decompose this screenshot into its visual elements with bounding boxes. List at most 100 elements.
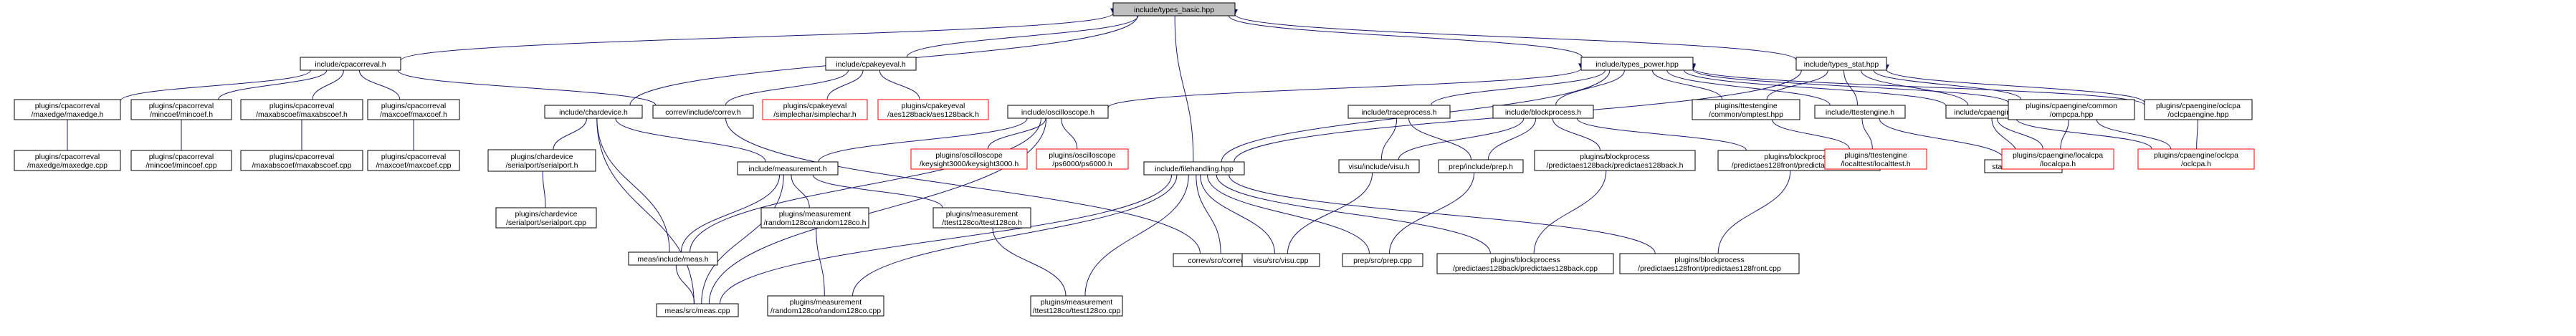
graph-node[interactable]: visu/include/visu.h [1338,159,1420,173]
graph-node[interactable]: include/cpacorreval.h [300,57,401,71]
node-box [544,105,643,119]
dependency-edge [1859,112,1873,150]
node-box [1814,105,1906,119]
graph-node[interactable]: include/traceprocess.h [1347,105,1451,119]
graph-node[interactable]: plugins/cpacorreval/maxabscoef/maxabscoe… [240,150,363,171]
graph-node[interactable]: plugins/measurement/random128co/random12… [760,207,869,229]
dependency-edge [1084,169,1192,297]
graph-node[interactable]: plugins/measurement/random128co/random12… [767,295,884,317]
graph-node[interactable]: plugins/cpaengine/oclcpa/oclcpa.h [2137,148,2255,170]
graph-node[interactable]: include/filehandling.hpp [1143,161,1245,176]
graph-node[interactable]: plugins/blockprocess/predictaes128front/… [1619,253,1800,274]
graph-node[interactable]: plugins/cpacorreval/maxedge/maxedge.h [14,99,121,120]
dependency-edge [394,64,657,106]
dependency-edge [788,169,810,208]
dependency-edge [553,112,590,150]
graph-node[interactable]: prep/src/prep.cpp [1342,253,1423,267]
node-label: include/chardevice.h [559,108,628,117]
node-label: plugins/cpaengine/oclcpa [2154,151,2238,160]
node-label: plugins/cpacorreval [35,153,100,161]
dependency-edge [725,64,851,106]
dependency-edge [1287,167,1375,254]
node-label: plugins/cpacorreval [149,153,214,161]
graph-node[interactable]: correv/include/correv.h [652,105,754,119]
node-label: /random128co/random128co.cpp [771,307,881,315]
node-label: include/filehandling.hpp [1155,165,1234,173]
graph-node[interactable]: plugins/oscilloscope/ps6000/ps6000.h [1036,148,1129,170]
node-label: /mincoef/mincoef.cpp [146,161,216,170]
graph-node[interactable]: include/blockprocess.h [1492,105,1594,119]
graph-node[interactable]: visu/src/visu.cpp [1241,253,1320,267]
node-box [367,99,460,120]
node-label: /predictaes128back/predictaes128back.h [1547,161,1684,170]
node-box [1347,105,1451,119]
graph-node[interactable]: plugins/blockprocess/predictaes128back/p… [1534,150,1696,171]
graph-node[interactable]: plugins/oscilloscope/keysight3000/keysig… [910,148,1028,170]
node-label: plugins/chardevice [511,153,573,161]
graph-node[interactable]: plugins/measurement/ttest128co/ttest128c… [932,207,1031,229]
graph-node[interactable]: plugins/ttestengine/localttest/localttes… [1824,148,1927,170]
node-label: plugins/cpaengine/localcpa [2013,151,2103,160]
graph-node[interactable]: include/ttestengine.h [1814,105,1906,119]
node-label: /random128co/random128co.h [763,219,866,227]
graph-node[interactable]: plugins/cpakeyeval/simplechar/simplechar… [762,99,868,120]
node-box [1436,253,1614,274]
node-label: /oclcpa.h [2181,160,2211,168]
graph-node[interactable]: plugins/ttestengine/common/omptest.hpp [1692,99,1800,120]
graph-node[interactable]: plugins/cpacorreval/maxcoef/maxcoef.h [367,99,460,120]
graph-node[interactable]: plugins/cpaengine/localcpa/localcpa.h [2001,148,2114,170]
graph-node[interactable]: plugins/measurement/ttest128co/ttest128c… [1030,295,1123,317]
graph-node[interactable]: include/types_power.hpp [1580,57,1694,71]
dependency-edge [593,112,695,304]
graph-node[interactable]: meas/include/meas.h [628,251,718,266]
node-label: /ompcpa.hpp [2050,110,2094,119]
graph-node[interactable]: plugins/blockprocess/predictaes128back/p… [1436,253,1614,274]
dependency-edge [1380,112,1400,160]
graph-node[interactable]: include/types_stat.hpp [1795,57,1887,71]
dependency-edge [1058,112,1078,150]
graph-node[interactable]: plugins/cpaengine/common/ompcpa.hpp [2008,99,2135,120]
node-label: /ttest128co/ttest128co.h [942,219,1022,227]
graph-node[interactable]: prep/include/prep.h [1438,159,1524,173]
graph-node[interactable]: plugins/cpacorreval/maxedge/maxedge.cpp [14,150,121,171]
graph-node[interactable]: include/measurement.h [737,161,839,176]
graph-node[interactable]: include/cpakeyeval.h [825,57,917,71]
dependency-edge [826,64,867,100]
node-label: /ttest128co/ttest128co.cpp [1033,307,1121,315]
node-label: /localttest/localttest.h [1841,160,1911,168]
node-box [14,150,121,171]
node-label: /maxedge/maxedge.cpp [27,161,108,170]
dependency-edge [720,169,1175,304]
graph-node[interactable]: plugins/cpacorreval/mincoef/mincoef.h [130,99,232,120]
graph-node[interactable]: plugins/chardevice/serialport/serialport… [495,207,597,229]
node-box [1824,148,1927,170]
graph-node[interactable]: plugins/cpacorreval/mincoef/mincoef.cpp [130,150,232,171]
dependency-edge [1871,64,2022,100]
node-label: plugins/blockprocess [1674,256,1744,264]
graph-node[interactable]: plugins/cpaengine/oclcpa/oclcpaengine.hp… [2144,99,2253,120]
dependency-edge [722,112,1201,254]
graph-node[interactable]: plugins/cpakeyeval/aes128back/aes128back… [877,99,989,120]
node-box [130,99,232,120]
node-label: include/blockprocess.h [1505,108,1581,117]
node-box [1338,159,1420,173]
node-label: include/measurement.h [748,165,826,173]
node-label: /mincoef/mincoef.h [150,110,213,119]
graph-node[interactable]: include/chardevice.h [544,105,643,119]
graph-node[interactable]: plugins/cpacorreval/maxabscoef/maxabscoe… [240,99,363,120]
dependency-edge [120,64,314,102]
dependency-edge [1689,64,2009,104]
graph-node[interactable]: meas/src/meas.cpp [656,303,739,317]
node-box [240,150,363,171]
node-box [760,207,869,229]
node-box [1795,57,1887,71]
graph-node[interactable]: include/oscilloscope.h [1007,105,1109,119]
graph-node[interactable]: plugins/cpacorreval/maxcoef/maxcoef.cpp [367,150,460,171]
graph-node[interactable]: plugins/chardevice/serialport/serialport… [487,149,596,172]
dependency-edge [1388,167,1477,254]
node-box [2008,99,2135,120]
dependency-edge [877,64,920,100]
dependency-edge [2013,112,2152,150]
dependency-edge [1172,10,1194,163]
